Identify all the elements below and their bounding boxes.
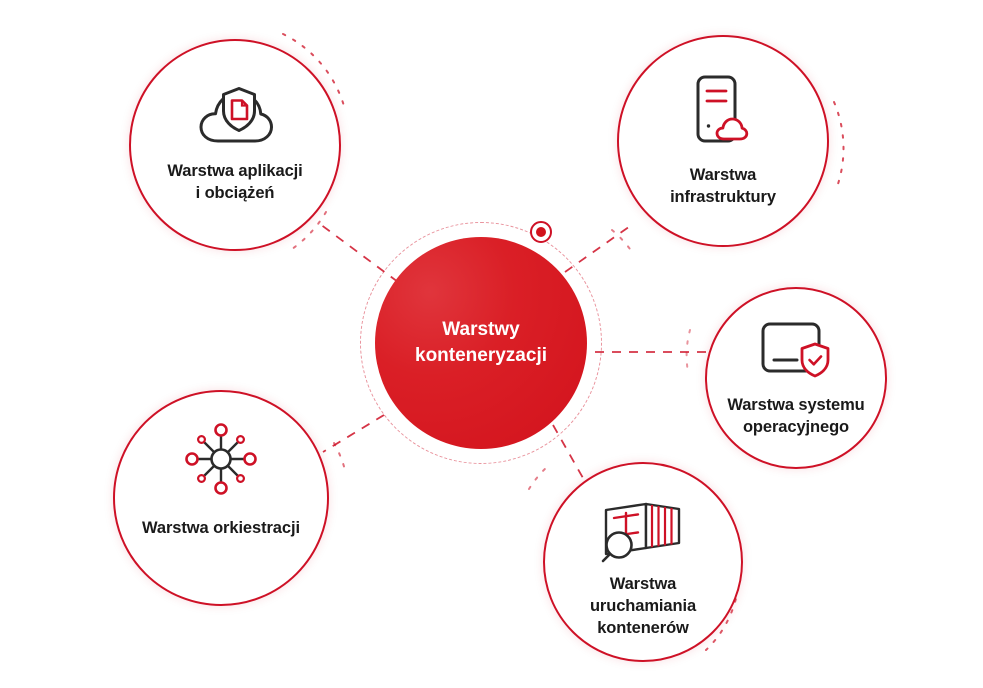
- node-operating-system-layer[interactable]: Warstwa systemu operacyjnego: [705, 287, 887, 469]
- label-line-2: i obciążeń: [195, 183, 275, 202]
- hub-circle[interactable]: Warstwy konteneryzacji: [375, 237, 587, 449]
- decor-arc-orch-right: [333, 442, 346, 471]
- cloud-shield-document-icon: [196, 85, 274, 147]
- decor-arc-os-left: [685, 329, 691, 373]
- node-infrastructure-layer-label: Warstwa infrastruktury: [660, 165, 786, 209]
- node-container-runtime-layer[interactable]: Warstwa uruchamiania kontenerów: [543, 462, 743, 662]
- label-line-3: kontenerów: [597, 618, 689, 637]
- hub-marker-dot-icon: [530, 221, 552, 243]
- hub-outer-ring: [360, 222, 602, 464]
- server-cloud-icon: [688, 73, 758, 147]
- label-line-1: Warstwa aplikacji: [167, 162, 303, 180]
- node-operating-system-layer-label: Warstwa systemu operacyjnego: [717, 395, 874, 439]
- node-orchestration-layer[interactable]: Warstwa orkiestracji: [113, 390, 329, 606]
- node-network-hub-icon: [182, 420, 260, 498]
- label-line-2: uruchamiania: [589, 596, 697, 615]
- connector-hub-to-infrastructure: [564, 223, 634, 273]
- label-line-2: operacyjnego: [742, 417, 850, 436]
- label-line-1: Warstwa systemu: [727, 396, 865, 414]
- label-line-1: Warstwa: [689, 166, 757, 184]
- shipping-container-magnifier-icon: [600, 498, 686, 564]
- label-line-2: infrastruktury: [670, 187, 776, 206]
- node-orchestration-layer-label: Warstwa orkiestracji: [132, 518, 310, 540]
- label-line-1: Warstwa: [609, 575, 677, 593]
- node-application-layer-label: Warstwa aplikacji i obciążeń: [157, 161, 312, 205]
- decor-arc-infra-right: [833, 101, 845, 185]
- monitor-shield-check-icon: [758, 319, 834, 381]
- node-infrastructure-layer[interactable]: Warstwa infrastruktury: [617, 35, 829, 247]
- decor-arc-infra-left: [611, 229, 631, 250]
- node-container-runtime-layer-label: Warstwa uruchamiania kontenerów: [580, 574, 706, 640]
- node-application-layer[interactable]: Warstwa aplikacji i obciążeń: [129, 39, 341, 251]
- decor-arc-runtime-left: [528, 465, 549, 490]
- connector-hub-to-orchestration: [322, 414, 385, 453]
- hub-label: Warstwy konteneryzacji: [415, 319, 547, 366]
- label-line-1: Warstwa orkiestracji: [142, 519, 300, 537]
